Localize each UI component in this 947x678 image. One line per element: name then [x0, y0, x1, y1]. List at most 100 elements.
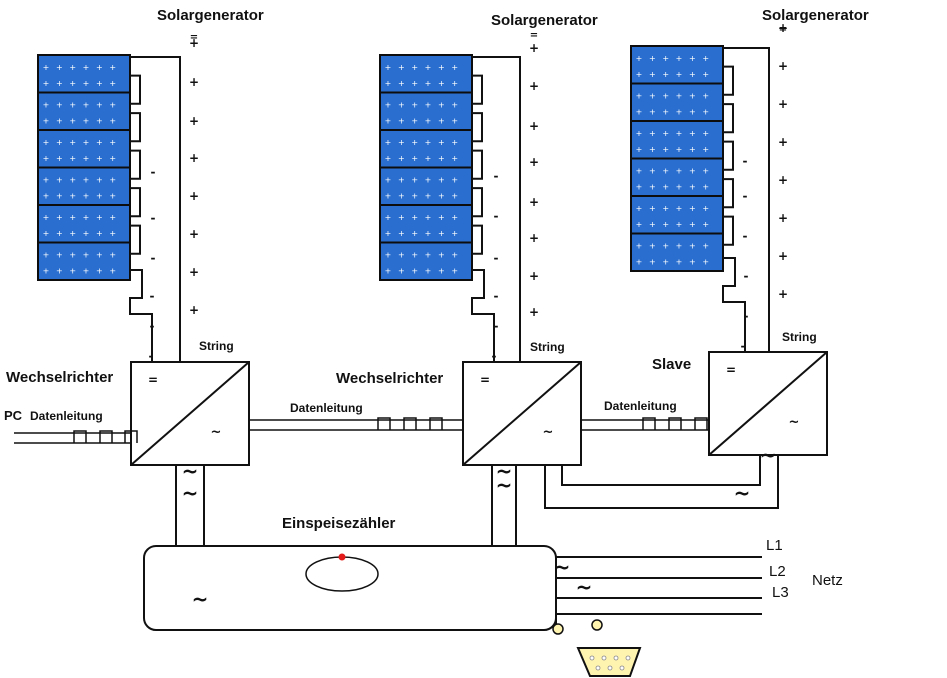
cell-mark: +: [702, 54, 709, 63]
cell-mark: +: [69, 213, 76, 222]
string-minus-3: [722, 257, 753, 353]
module-link: [130, 112, 141, 143]
ac-symbol: ~: [211, 425, 222, 440]
cell-mark: +: [69, 79, 76, 88]
cell-mark: +: [649, 107, 656, 116]
cell-mark: +: [83, 79, 90, 88]
cell-mark: +: [662, 220, 669, 229]
cell-mark: +: [438, 251, 445, 260]
plus-sign: +: [778, 173, 788, 187]
serial-pin: [625, 655, 631, 661]
cell-mark: +: [702, 92, 709, 101]
cell-mark: +: [702, 182, 709, 191]
ac-mark: ~: [182, 459, 199, 483]
cell-mark: +: [96, 138, 103, 147]
einspeisezaehler-label: Einspeisezähler: [282, 515, 396, 532]
cell-mark: +: [451, 176, 458, 185]
cell-mark: +: [689, 257, 696, 266]
cell-mark: +: [451, 191, 458, 200]
cell-mark: +: [56, 213, 63, 222]
cell-mark: +: [451, 251, 458, 260]
cell-mark: +: [662, 92, 669, 101]
cell-mark: +: [662, 129, 669, 138]
cell-mark: +: [83, 101, 90, 110]
cell-mark: +: [109, 116, 116, 125]
cell-mark: +: [636, 145, 643, 154]
cell-mark: +: [398, 176, 405, 185]
minus-sign: -: [744, 309, 749, 323]
cell-mark: +: [69, 154, 76, 163]
ac-mark: ~: [576, 575, 593, 599]
cell-mark: +: [83, 154, 90, 163]
cell-mark: +: [649, 182, 656, 191]
datenleitung-2-label: Datenleitung: [290, 401, 363, 415]
cell-mark: +: [43, 101, 50, 110]
cell-mark: +: [83, 213, 90, 222]
plus-sign: +: [529, 231, 539, 245]
minus-sign: -: [150, 319, 155, 333]
module-link: [130, 187, 141, 218]
cell-mark: +: [385, 266, 392, 275]
cell-mark: +: [438, 213, 445, 222]
plus-sign: +: [529, 195, 539, 209]
plus-sign: +: [778, 97, 788, 111]
cell-mark: +: [109, 191, 116, 200]
minus-sign: -: [743, 229, 748, 243]
cell-mark: +: [702, 204, 709, 213]
cell-mark: +: [69, 229, 76, 238]
dc-symbol: =: [148, 373, 158, 387]
cell-mark: +: [56, 191, 63, 200]
solar-module: [379, 91, 473, 131]
cell-mark: +: [83, 229, 90, 238]
cell-mark: +: [636, 107, 643, 116]
plus-sign: +: [189, 189, 199, 203]
cell-mark: +: [398, 266, 405, 275]
wechselrichter-2-label: Wechselrichter: [336, 370, 444, 387]
cell-mark: +: [411, 266, 418, 275]
cell-mark: +: [451, 229, 458, 238]
datenleitung-1-2: [249, 417, 463, 431]
module-link: [472, 149, 483, 180]
slave-label: Slave: [652, 356, 692, 373]
cell-mark: +: [385, 63, 392, 72]
cell-mark: +: [398, 191, 405, 200]
string-plus-rail: [130, 56, 181, 354]
plus-sign: +: [529, 79, 539, 93]
cell-mark: +: [662, 70, 669, 79]
terminal-mark: =: [530, 30, 538, 41]
plus-sign: +: [529, 155, 539, 169]
solar-module: [630, 232, 724, 272]
data-pulse: [377, 417, 391, 430]
cell-mark: +: [676, 242, 683, 251]
cell-mark: +: [56, 229, 63, 238]
plus-sign: +: [778, 211, 788, 225]
cell-mark: +: [676, 129, 683, 138]
cell-mark: +: [702, 70, 709, 79]
terminal-mark: =: [190, 32, 198, 43]
cell-mark: +: [411, 176, 418, 185]
ac-mark: ~: [182, 481, 199, 505]
cell-mark: +: [425, 176, 432, 185]
solar-module: [37, 166, 131, 206]
cell-mark: +: [649, 242, 656, 251]
cell-mark: +: [425, 79, 432, 88]
ac-mark: ~: [554, 555, 571, 579]
dc-symbol: =: [726, 363, 736, 377]
inverter-diagonal: [708, 351, 828, 456]
cell-mark: +: [385, 176, 392, 185]
cell-mark: +: [649, 92, 656, 101]
cell-mark: +: [689, 204, 696, 213]
cell-mark: +: [398, 101, 405, 110]
module-link: [723, 140, 734, 171]
cell-mark: +: [438, 79, 445, 88]
cell-mark: +: [411, 101, 418, 110]
cell-mark: +: [96, 213, 103, 222]
cell-mark: +: [43, 154, 50, 163]
pc-label: PC: [4, 408, 23, 423]
cell-mark: +: [676, 257, 683, 266]
module-link: [472, 74, 483, 105]
grid-phase-lines: [556, 556, 762, 615]
cell-mark: +: [398, 79, 405, 88]
cell-mark: +: [109, 251, 116, 260]
cell-mark: +: [69, 191, 76, 200]
